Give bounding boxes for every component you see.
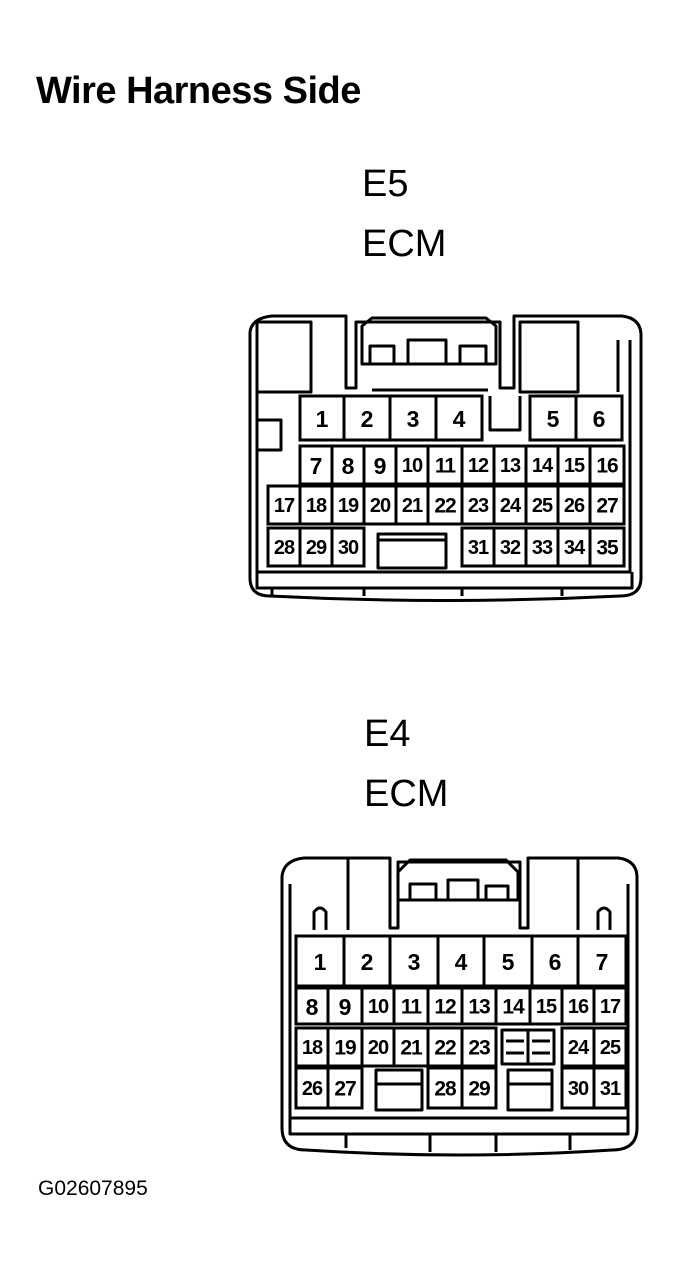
e5-pin-cavity-30 [330,526,366,568]
e5-pin-8: 8 [342,453,355,479]
e4-pin-11: 11 [401,996,423,1019]
e5-pin-21: 21 [402,495,423,517]
e4-pin-cavity-27 [326,1066,364,1110]
e5-pin-10: 10 [402,455,423,477]
connector-e4-id: E4 [364,713,411,755]
e4-pin-cavity-31 [592,1066,628,1110]
e4-pin-9: 9 [339,994,352,1020]
e4-pin-18: 18 [302,1037,323,1059]
e4-pin-21: 21 [400,1037,423,1060]
e4-pin-25: 25 [600,1037,621,1059]
connector-e5-name: ECM [362,223,447,265]
e4-pin-cavity-7 [576,934,628,988]
e4-pin-5: 5 [502,949,515,975]
e5-pin-cavity-4 [434,394,484,442]
e5-pin-2: 2 [361,406,374,432]
e5-pin-12: 12 [468,455,489,477]
e5-pin-17: 17 [274,495,295,517]
e5-pin-cavity-6 [574,394,624,442]
e4-pin-12: 12 [434,996,456,1019]
e5-pin-26: 26 [564,495,585,517]
connector-e4-name: ECM [364,773,449,815]
e4-pin-24: 24 [568,1037,590,1059]
e4-pin-10: 10 [368,996,389,1018]
figure-id: G02607895 [38,1177,148,1200]
e5-pin-4: 4 [453,406,466,432]
e4-pin-13: 13 [468,996,490,1019]
e4-pin-2: 2 [361,949,374,975]
e4-pin-6: 6 [549,949,562,975]
e4-pin-15: 15 [536,996,557,1018]
e4-pin-22: 22 [434,1037,456,1060]
e5-pin-20: 20 [370,495,391,517]
e5-pin-35: 35 [596,537,619,560]
e5-pin-32: 32 [500,537,521,559]
e5-pin-cavity-27 [588,484,626,526]
e4-pin-3: 3 [408,949,421,975]
e4-pin-30: 30 [568,1078,589,1100]
e4-pin-28: 28 [434,1078,457,1101]
e4-pin-17: 17 [600,996,621,1018]
e5-pin-1: 1 [316,406,329,432]
e5-pin-23: 23 [468,495,489,517]
e5-pin-27: 27 [596,495,618,518]
e4-pin-23: 23 [468,1037,490,1060]
e5-pin-16: 16 [596,455,618,478]
e5-pin-9: 9 [374,453,387,479]
e5-pin-19: 19 [338,495,359,517]
e5-pin-22: 22 [434,495,456,518]
e5-pin-13: 13 [500,455,521,477]
connector-e5-id: E5 [362,163,409,205]
page-title: Wire Harness Side [36,70,361,112]
e4-pin-cavity-25 [592,1026,628,1068]
e5-pin-6: 6 [593,406,606,432]
e5-pin-33: 33 [532,537,553,559]
e5-pin-cavity-35 [588,526,626,568]
e5-pin-25: 25 [532,495,553,517]
e4-pin-7: 7 [596,949,609,975]
e5-pin-24: 24 [500,495,522,517]
e5-pin-7: 7 [310,453,323,479]
e4-pin-20: 20 [368,1037,389,1059]
e4-pin-31: 31 [600,1078,621,1100]
e4-pin-1: 1 [314,949,327,975]
e5-pin-29: 29 [306,537,327,559]
e5-pin-30: 30 [338,537,359,559]
e5-pin-3: 3 [407,406,420,432]
e5-pin-11: 11 [435,455,457,478]
e4-pin-29: 29 [468,1078,490,1101]
e5-pin-28: 28 [274,537,295,559]
e4-pin-8: 8 [306,994,319,1020]
e4-pin-cavity-23 [460,1026,498,1068]
e5-pin-18: 18 [306,495,327,517]
e5-pin-31: 31 [468,537,489,559]
e4-pin-14: 14 [502,996,525,1019]
e4-pin-cavity-17 [592,986,628,1026]
e5-pin-cavity-16 [588,444,626,486]
e4-pin-26: 26 [302,1078,323,1100]
e5-pin-14: 14 [532,455,554,477]
e4-pin-16: 16 [568,996,589,1018]
e5-pin-34: 34 [564,537,586,559]
e4-pin-cavity-29 [460,1066,498,1110]
e5-pin-5: 5 [547,406,560,432]
e4-pin-4: 4 [455,949,468,975]
e4-pin-19: 19 [334,1037,356,1060]
e4-pin-27: 27 [334,1078,356,1101]
e5-pin-15: 15 [564,455,585,477]
